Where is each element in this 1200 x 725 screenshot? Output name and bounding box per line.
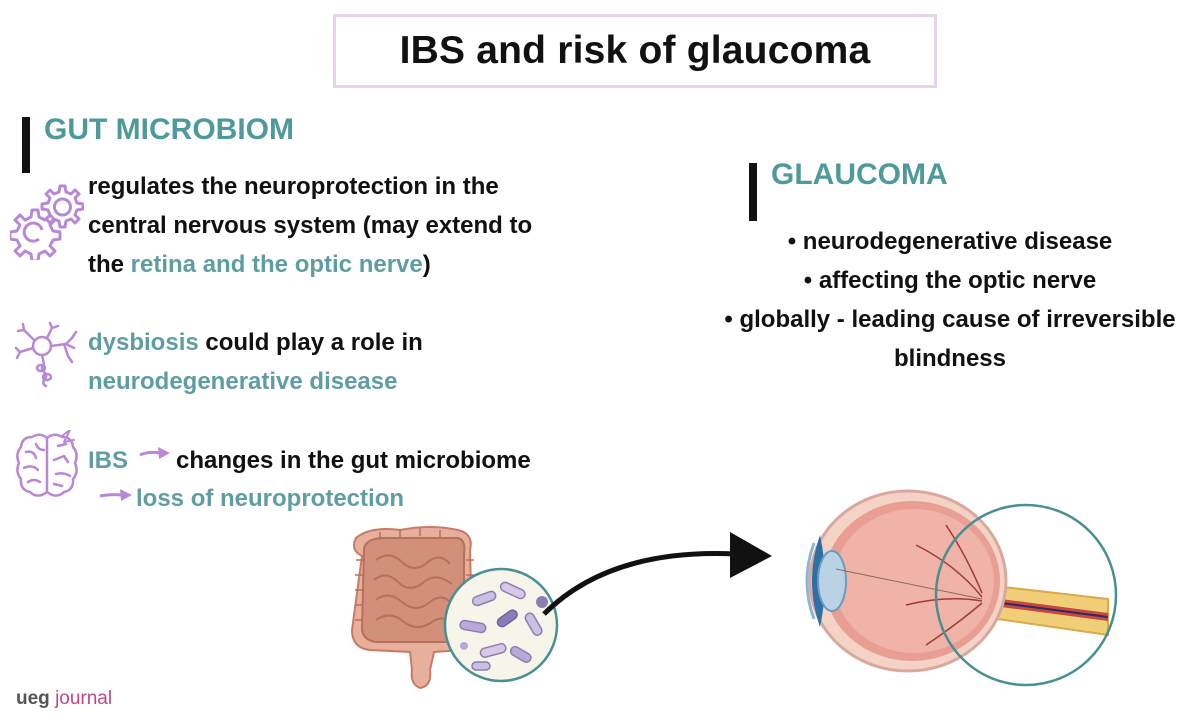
title-box: IBS and risk of glaucoma [333,14,937,88]
arrow-right-icon [139,447,170,459]
item1-line3-suffix: ) [422,251,431,278]
logo-ueg: ueg [16,688,50,709]
item1-line2: central nervous system (may extend to [88,212,533,239]
glaucoma-heading: GLAUCOMA [771,158,948,191]
heading-bar [22,117,30,173]
gut-item-1: regulates the neuroprotection in the cen… [88,167,532,284]
gut-item-2: dysbiosis could play a role in neurodege… [88,323,423,401]
neurodegenerative-disease-text: neurodegenerative disease [88,368,398,395]
curved-arrow [542,532,772,616]
page-title: IBS and risk of glaucoma [399,29,871,72]
item1-line3: the retina and the optic nerve) [88,245,532,284]
glaucoma-bullet-3: • globally - leading cause of irreversib… [724,306,1176,333]
gut-item-3: IBS [88,441,128,480]
brain-icon [16,430,78,497]
arrow-right-icon-2 [99,489,132,501]
gut-microbiom-heading: GUT MICROBIOM [44,113,294,146]
eye-cross-section [805,489,1118,687]
dysbiosis-text: dysbiosis [88,329,199,356]
glaucoma-heading-bar [749,163,757,221]
retina-optic-nerve-text: retina and the optic nerve [130,251,423,278]
item1-line1: regulates the neuroprotection in the [88,173,499,200]
glaucoma-bullet-4: blindness [893,345,1007,372]
intestine-illustration [350,526,474,690]
microbiome-magnifier [443,567,559,683]
loss-neuroprotection-text: loss of neuroprotection [136,485,405,512]
gears-icon [10,184,84,260]
glaucoma-bullet-2: • affecting the optic nerve [803,267,1097,294]
gut-changes-text: changes in the gut microbiome [176,447,531,474]
item3-line1: IBS [88,441,128,480]
item2-line1: dysbiosis could play a role in [88,323,423,362]
neuron-icon [14,322,78,388]
item1-line3-prefix: the [88,251,131,278]
glaucoma-bullets: • neurodegenerative disease • affecting … [700,222,1200,378]
item2-text1: could play a role in [198,329,423,356]
ibs-text: IBS [88,447,129,474]
glaucoma-bullet-1: • neurodegenerative disease [787,228,1113,255]
logo-journal: journal [55,688,113,709]
ueg-journal-logo: ueg journal [16,688,112,710]
